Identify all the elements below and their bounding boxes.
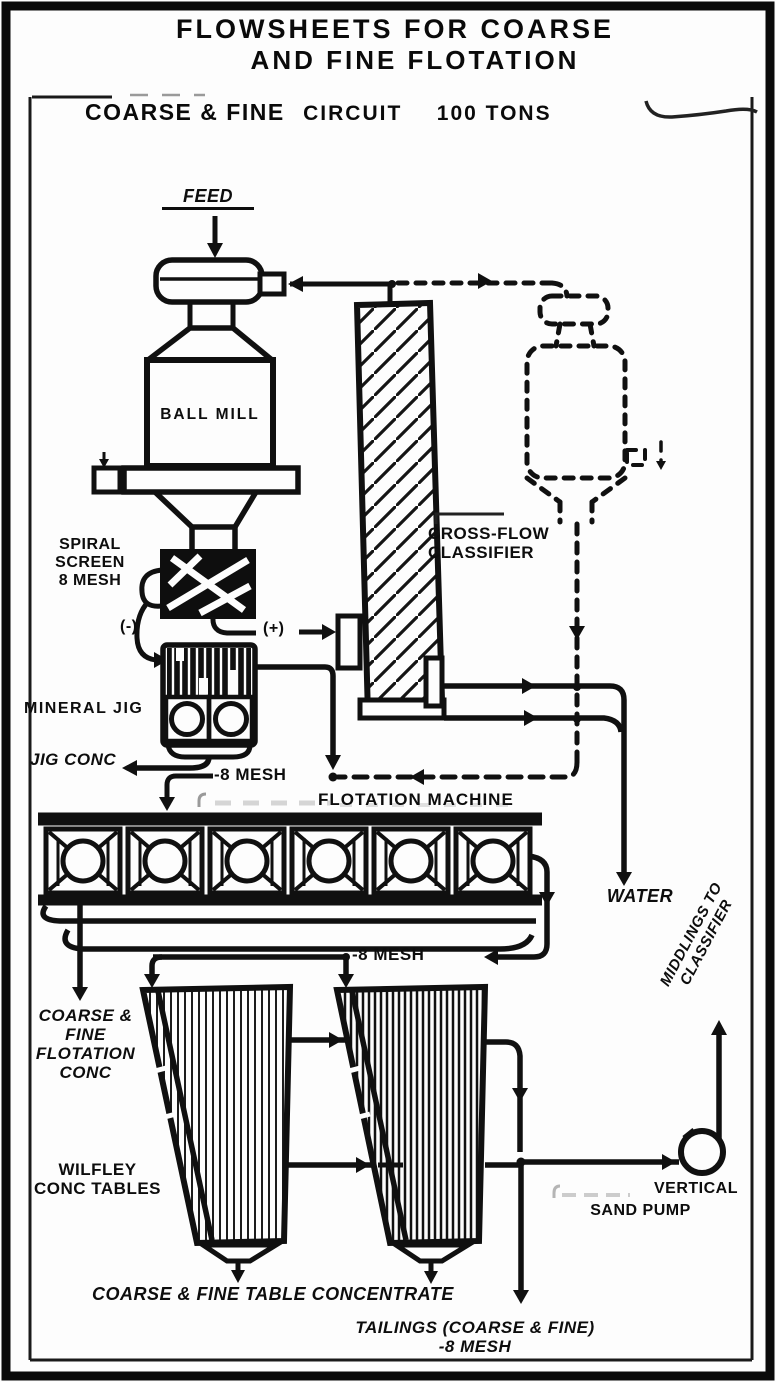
subtitle-capacity: 100 TONS [436,102,552,125]
jig-conc-line [122,756,212,776]
tailings-label: TAILINGS (COARSE & FINE) -8 MESH [355,1318,595,1357]
flotation-machine-shape [38,812,542,952]
circuit-subtitle: COARSE & FINE CIRCUIT 100 TONS [85,99,552,126]
cross-flow-classifier-label: CROSS-FLOW CLASSIFIER [428,524,550,563]
table-transfer-lines [288,1032,406,1173]
inner-border [28,93,754,1362]
minus8-feed-line [159,773,213,811]
handwritten-squiggle [644,100,758,119]
feed-arrow [207,216,223,258]
wilfley-conc-tables-label: WILFLEY CONC TABLES [33,1160,161,1199]
title-line2: AND FINE FLOTATION [250,45,580,75]
cross-flow-classifier-shape [335,299,447,721]
wilfley-table-right [333,983,489,1284]
vertical-sand-pump-label-line2: SAND PUMP [590,1202,691,1219]
page-title: FLOWSHEETS FOR COARSE AND FINE FLOTATION [150,14,640,76]
subtitle-circuit-name: COARSE & FINE [85,99,285,125]
dashed-trunnion-arrowhead [656,461,666,470]
classifier-label-leader [434,512,504,524]
sand-pump-shape [678,1020,727,1176]
screen-oversize-line [210,616,336,640]
coarse-fine-flotation-conc-label: COARSE & FINE FLOTATION CONC [35,1006,136,1083]
flotation-tailings-line [144,853,555,988]
jig-conc-label: JIG CONC [30,750,117,769]
water-label: WATER [606,886,674,906]
coarse-fine-table-concentrate-label: COARSE & FINE TABLE CONCENTRATE [92,1284,454,1304]
dashed-feed-arrowhead [478,273,492,289]
table-discharge-lines [485,1039,679,1304]
mineral-jig-shape [160,642,258,760]
erased-text-mark-pump [552,1184,630,1198]
jig-tailings-line [255,664,341,782]
dashed-ball-mill-shape [395,280,663,525]
ball-mill-label: BALL MILL [160,406,260,423]
classifier-outlet-lines [444,678,632,886]
screen-undersize-label: (-) [120,618,138,635]
mineral-jig-label: MINERAL JIG [24,700,144,717]
spiral-screen-shape [139,549,256,619]
spiral-screen-label: SPIRAL SCREEN 8 MESH [55,536,125,589]
subtitle-circuit-word: CIRCUIT [303,102,403,125]
classifier-return-line [288,276,396,305]
vertical-sand-pump-label-line1: VERTICAL [654,1180,738,1197]
flotation-conc-line [72,905,88,1001]
screen-oversize-label: (+) [263,620,285,637]
minus8-mesh-mid-label: -8 MESH [352,945,425,964]
minus8-mesh-top-label: -8 MESH [214,765,287,784]
title-line1: FLOWSHEETS FOR COARSE [175,14,614,44]
ball-mill-shape [91,257,301,556]
erased-text-mark [197,792,512,807]
wilfley-table-left [139,983,294,1283]
feed-label: FEED [162,186,254,211]
flotation-machine-label: FLOTATION MACHINE [318,790,514,809]
